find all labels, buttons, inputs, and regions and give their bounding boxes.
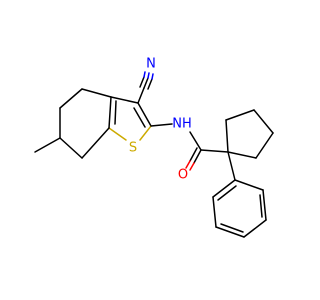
methyl-bond — [34, 137, 61, 153]
molecule-structure: N S NH O — [34, 57, 274, 238]
cyclohexene-ring — [59, 88, 112, 159]
carbonyl-bond — [185, 147, 202, 171]
amide-nitrogen-label: NH — [172, 117, 192, 132]
bond-quat-phenyl — [227, 151, 236, 181]
nitrile-bond — [139, 71, 154, 90]
bond-c2-nh — [150, 123, 173, 127]
bond-carbonyl-quat — [200, 149, 229, 153]
sulfur-label: S — [129, 141, 137, 156]
thiophene-ring — [108, 96, 152, 141]
oxygen-label: O — [178, 168, 188, 183]
cyclopentane-ring — [225, 109, 274, 159]
phenyl-ring — [212, 179, 267, 238]
bond-c3-cn — [137, 87, 145, 104]
bond-nh-carbonyl — [189, 131, 202, 151]
nitrile-nitrogen-label: N — [146, 57, 156, 72]
